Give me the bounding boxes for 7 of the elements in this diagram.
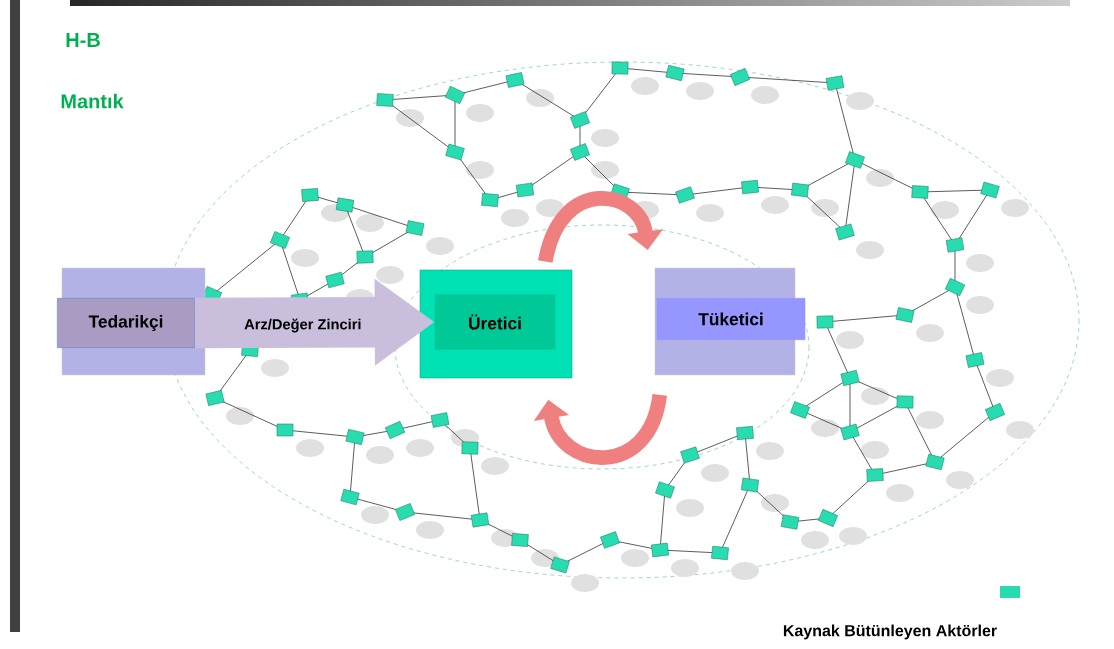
consumer-box: Tüketici (656, 298, 806, 340)
producer-box: Üretici (434, 294, 556, 350)
supplier-box: Tedarikçi (57, 298, 195, 348)
caption: Kaynak Bütünleyen Aktörler (783, 624, 997, 640)
heading: Mantık (61, 93, 124, 109)
edge-label: Arz/Değer Zinciri (242, 317, 363, 334)
heading: H-B (66, 33, 100, 47)
